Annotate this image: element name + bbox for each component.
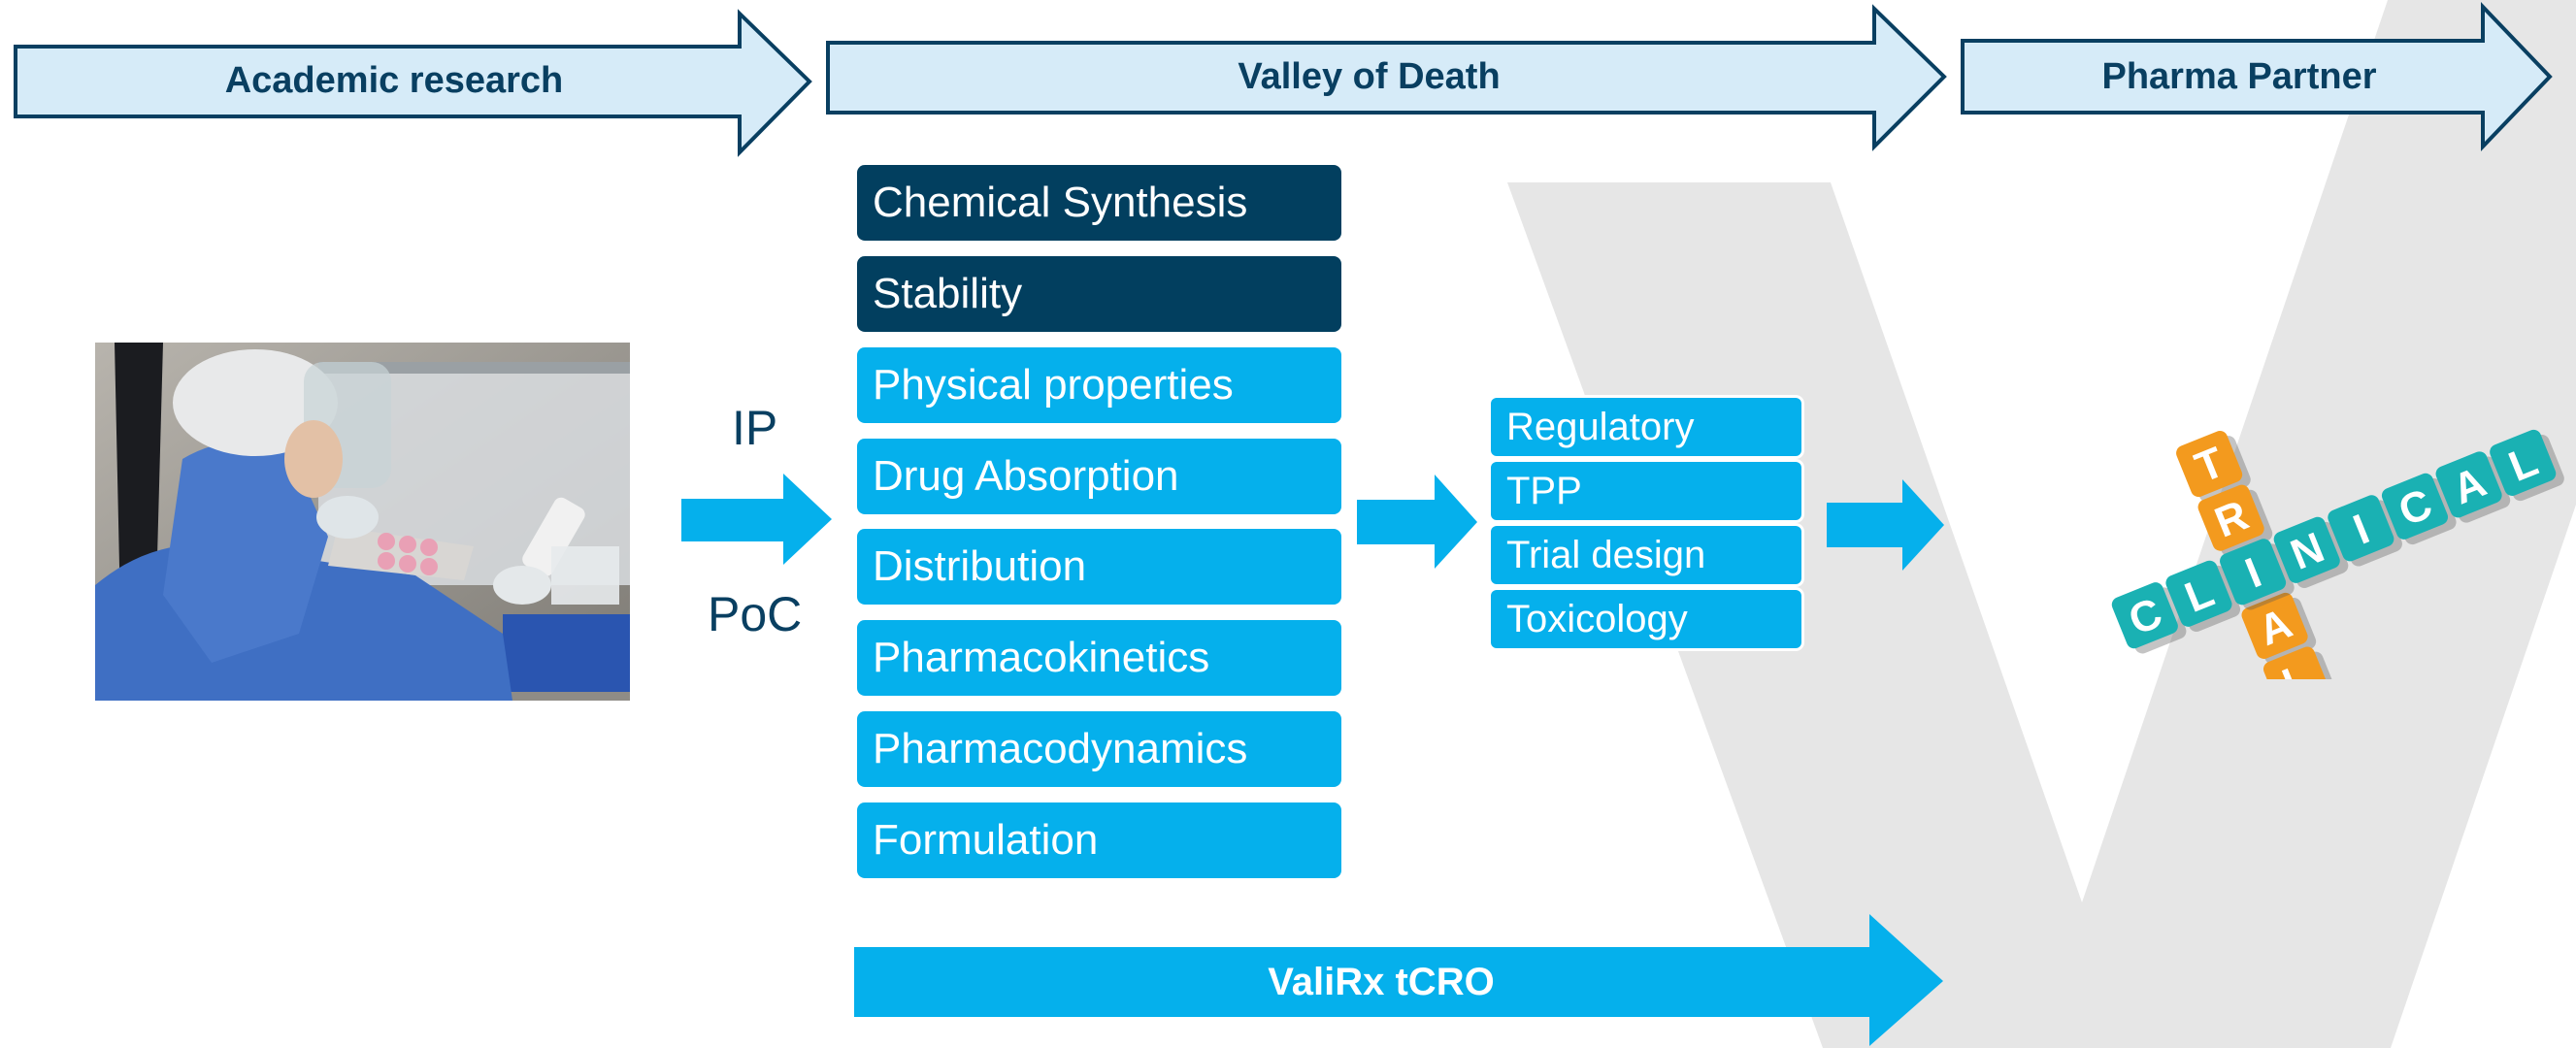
stage-arrows — [14, 2, 2553, 157]
letter-tile: I — [2328, 495, 2402, 567]
poc-label: PoC — [708, 587, 803, 641]
service-box: Formulation — [857, 802, 1341, 878]
letter-tile: L — [2262, 646, 2338, 679]
service-box: Physical properties — [857, 347, 1341, 423]
stage-label-academic: Academic research — [224, 60, 564, 101]
input-arrow — [681, 474, 832, 565]
letter-tile: A — [2241, 592, 2317, 665]
pharma-partner-arrow — [1961, 2, 2553, 151]
letter-tile: C — [2111, 582, 2187, 654]
services-arrow — [1357, 475, 1477, 569]
letter-tile: C — [2381, 473, 2457, 545]
clinical-service-box: TPP — [1491, 462, 1801, 520]
letter-tile: N — [2273, 516, 2349, 589]
clinical-trial-tiles-icon: TRALCLINICAL — [2111, 429, 2564, 679]
service-box: Pharmacodynamics — [857, 711, 1341, 787]
clinical-service-box: Toxicology — [1491, 590, 1801, 648]
stage-label-pharma: Pharma Partner — [2101, 56, 2377, 97]
tcro-arrow — [854, 914, 1943, 1046]
letter-tile: I — [2220, 539, 2295, 610]
academic-research-arrow — [14, 9, 812, 157]
clinical-arrow — [1827, 479, 1944, 571]
service-box: Pharmacokinetics — [857, 620, 1341, 696]
ip-label: IP — [732, 401, 778, 455]
stage-label-valley: Valley of Death — [1238, 56, 1501, 97]
service-box: Drug Absorption — [857, 439, 1341, 514]
tcro-label: ValiRx tCRO — [1268, 961, 1495, 1003]
clinical-service-box: Regulatory — [1491, 398, 1801, 456]
valley-of-death-arrow — [826, 4, 1947, 151]
service-box: Distribution — [857, 529, 1341, 605]
letter-tile: A — [2435, 451, 2511, 523]
lab-photo — [95, 343, 630, 701]
letter-tile: T — [2176, 430, 2251, 503]
clinical-service-box: Trial design — [1491, 526, 1801, 584]
letter-tile: L — [2490, 429, 2564, 502]
service-box: Stability — [857, 256, 1341, 332]
letter-tile: R — [2197, 484, 2273, 556]
letter-tile: L — [2165, 560, 2241, 632]
service-box: Chemical Synthesis — [857, 165, 1341, 241]
